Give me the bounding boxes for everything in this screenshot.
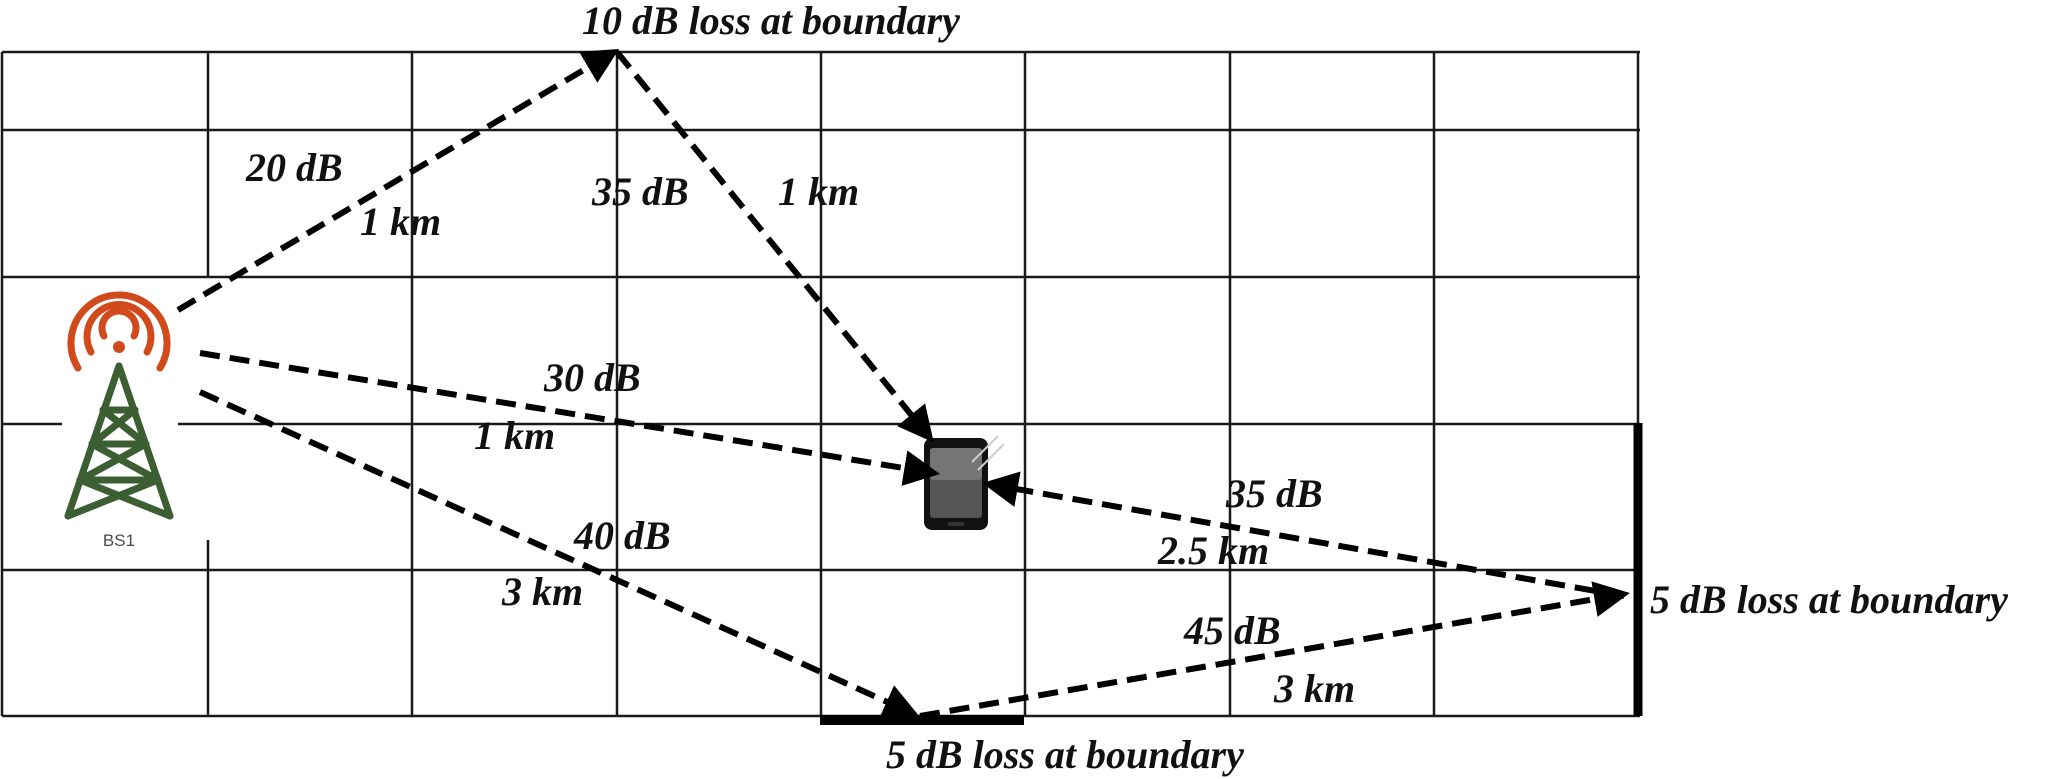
base-station-label: BS1 (103, 531, 135, 550)
path-distance-label: 3 km (501, 569, 583, 614)
path-loss-label: 35 dB (1225, 471, 1323, 516)
path-loss-label: 30 dB (543, 355, 641, 400)
path-distance-label: 1 km (474, 413, 555, 458)
top-boundary-label: 10 dB loss at boundary (582, 0, 960, 43)
path-distance-label: 1 km (778, 169, 859, 214)
antenna-tower-icon: BS1 (64, 291, 174, 550)
path-top-to-mobile (614, 50, 934, 443)
path-loss-label: 20 dB (245, 145, 343, 190)
path-loss-label: 45 dB (1183, 608, 1281, 653)
path-distance-label: 1 km (360, 199, 441, 244)
path-loss-label: 40 dB (573, 513, 671, 558)
right-boundary-label: 5 dB loss at boundary (1650, 577, 2008, 622)
bottom-boundary-label: 5 dB loss at boundary (886, 732, 1244, 777)
path-distance-label: 3 km (1273, 666, 1355, 711)
path-bs-to-bottom (198, 389, 920, 719)
path-distance-label: 2.5 km (1157, 528, 1269, 573)
path-bs-to-top (176, 48, 620, 313)
mobile-device-icon (924, 435, 1005, 530)
path-right-to-mobile (982, 471, 1625, 599)
path-bs-to-mobile (199, 350, 940, 486)
path-loss-label: 35 dB (591, 169, 689, 214)
